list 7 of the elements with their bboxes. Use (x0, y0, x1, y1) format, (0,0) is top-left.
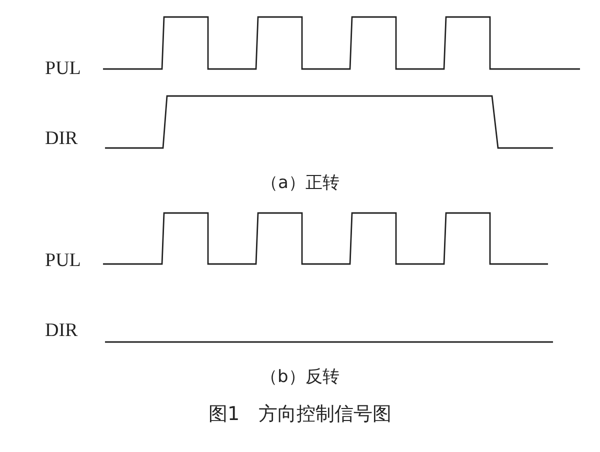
signal-label: PUL (45, 250, 81, 272)
signal-label: DIR (45, 320, 78, 342)
signal-label: DIR (45, 128, 78, 150)
figure-caption: 图1 方向控制信号图 (208, 403, 392, 425)
signal-label: PUL (45, 58, 81, 80)
subfigure-caption: （a）正转 (261, 172, 340, 194)
subfigure-caption: （b）反转 (260, 366, 340, 388)
